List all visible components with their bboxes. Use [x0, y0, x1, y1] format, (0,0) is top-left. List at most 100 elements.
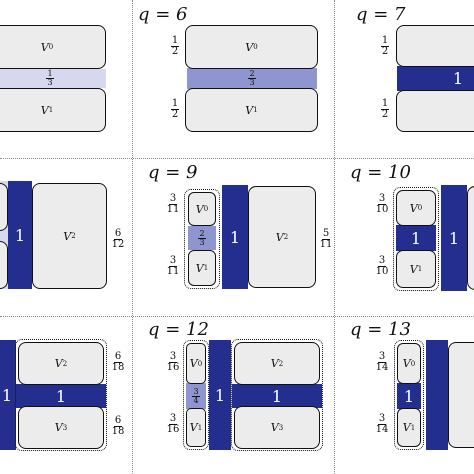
fraction-numerator: 3 [377, 351, 387, 363]
panel6-left-fraction-bottom: 3 10 [374, 256, 390, 277]
panel4-band: 1 [8, 181, 32, 289]
fraction-denominator: 10 [375, 266, 389, 277]
box-subscript: 0 [197, 359, 203, 368]
panel9-group-outline [394, 340, 424, 450]
band-value: 1 [448, 228, 460, 248]
fraction-numerator: 3 [377, 255, 387, 267]
panel6-box-partial [467, 186, 474, 290]
box-label: V [270, 357, 279, 370]
box-subscript: 0 [417, 204, 423, 212]
box-subscript: 0 [410, 359, 416, 368]
band-value: 1 [14, 225, 26, 245]
panel4-left-strip [0, 181, 8, 289]
box-subscript: 2 [71, 232, 76, 240]
fraction-numerator: 2 [198, 228, 206, 239]
box-label: V [270, 421, 279, 434]
box-subscript: 1 [48, 106, 54, 114]
panel5-inner-fraction: 2 3 [196, 228, 208, 247]
box-subscript: 0 [253, 43, 258, 51]
box-subscript: 2 [62, 359, 68, 368]
box-label: V [402, 421, 411, 434]
fraction-numerator: 3 [168, 413, 178, 425]
fraction-denominator: 18 [111, 362, 125, 373]
box-subscript: 1 [417, 265, 423, 273]
panel9-left-fraction-top: 3 14 [374, 352, 390, 373]
panel9-q-label: q = 13 [350, 319, 411, 340]
band-value: 1 [229, 227, 241, 247]
fraction-denominator: 16 [166, 424, 180, 435]
box-subscript: 3 [278, 423, 284, 432]
box-label: V [54, 421, 63, 434]
box-subscript: 0 [48, 43, 54, 51]
panel7-right-fraction-top: 6 18 [110, 352, 126, 373]
fraction-denominator: 2 [381, 109, 389, 120]
panel2-left-fraction-bottom: 1 2 [167, 99, 183, 120]
fraction-denominator: 12 [111, 239, 125, 250]
fraction-numerator: 1 [170, 98, 180, 110]
panel9-left-fraction-bottom: 3 14 [374, 414, 390, 435]
panel6-left-fraction-top: 3 10 [374, 194, 390, 215]
box-label: V [54, 357, 63, 370]
fraction-numerator: 1 [380, 98, 390, 110]
panel5-left-fraction-top: 3 11 [165, 194, 181, 215]
fraction-denominator: 14 [375, 362, 389, 373]
box-subscript: 1 [253, 106, 258, 114]
fraction-denominator: 14 [375, 424, 389, 435]
fraction-denominator: 2 [381, 46, 389, 57]
box-label: V [40, 103, 49, 117]
fraction-numerator: 3 [377, 193, 387, 205]
band-value: 1 [271, 386, 283, 406]
box-subscript: 2 [283, 233, 289, 241]
fraction-denominator: 10 [375, 204, 389, 215]
panel4-box-partial-bottom [0, 241, 8, 289]
panel8-band: 1 [209, 340, 231, 450]
box-label: V [195, 261, 204, 275]
panel3-box-bottom [396, 90, 474, 132]
panel8-left-group-outline [183, 340, 209, 450]
fraction-numerator: 3 [168, 351, 178, 363]
panel7-right-fraction-bottom: 6 18 [110, 416, 126, 437]
panel5-q-label: q = 9 [148, 162, 198, 183]
panel2-band-fraction: 2 3 [246, 70, 258, 87]
fraction-numerator: 1 [170, 35, 180, 47]
band-value: 1 [403, 386, 415, 406]
panel3-left-fraction-bottom: 1 2 [377, 99, 393, 120]
box-label: V [409, 262, 418, 276]
panel6-group-outline [393, 187, 439, 291]
band-value: 1 [55, 386, 67, 406]
fraction-denominator: 4 [193, 395, 199, 405]
fraction-denominator: 11 [166, 266, 180, 277]
fraction-numerator: 5 [321, 228, 331, 240]
panel5-band: 1 [222, 185, 248, 289]
fraction-denominator: 18 [111, 426, 125, 437]
panel5-left-fraction-bottom: 3 11 [165, 256, 181, 277]
panel6-inner-band: 1 [396, 225, 436, 251]
fraction-denominator: 16 [166, 362, 180, 373]
panel1-band-fraction: 1 3 [44, 70, 56, 87]
fraction-denominator: 3 [199, 237, 205, 247]
band-value: 1 [410, 228, 422, 248]
band-value: 1 [452, 69, 463, 88]
panel2-band: 2 3 [187, 68, 317, 89]
panel9-band [426, 340, 448, 450]
panel7-left-band: 1 [0, 340, 16, 450]
box-subscript: 1 [203, 264, 209, 272]
grid-divider [334, 0, 335, 474]
fraction-denominator: 2 [171, 109, 179, 120]
panel8-inner-fraction: 3 4 [190, 387, 202, 405]
box-label: V [245, 40, 254, 54]
box-label: V [189, 357, 198, 370]
grid-divider [0, 316, 474, 317]
fraction-denominator: 11 [166, 204, 180, 215]
fraction-numerator: 6 [113, 351, 123, 363]
fraction-denominator: 11 [319, 239, 333, 250]
box-label: V [63, 229, 72, 243]
